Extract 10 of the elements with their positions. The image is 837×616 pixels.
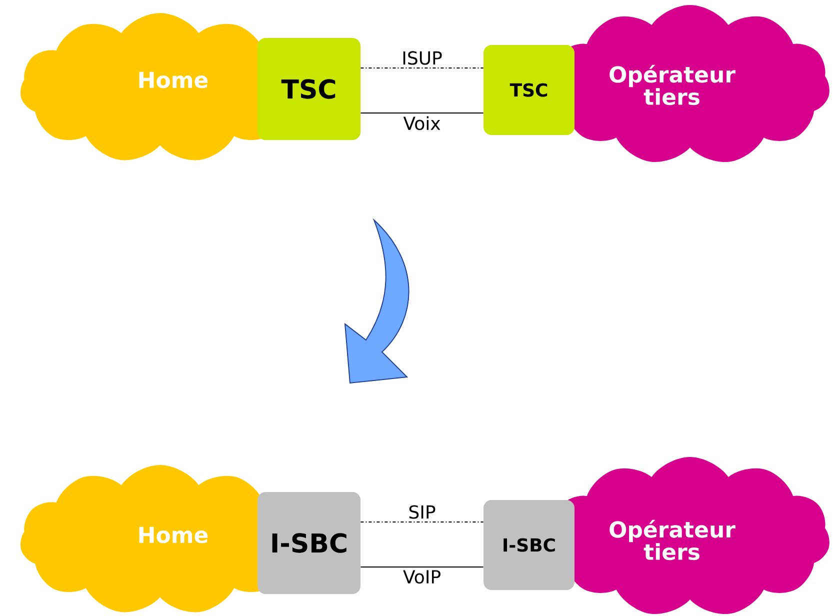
edge-label: SIP xyxy=(409,505,436,519)
gateway-box: I-SBC xyxy=(484,500,574,590)
gateway-box: I-SBC xyxy=(258,492,360,594)
edge-label: ISUP xyxy=(403,51,442,65)
connector-line xyxy=(360,566,484,568)
gateway-box: TSC xyxy=(258,38,360,140)
edge-label: VoIP xyxy=(403,570,440,584)
edge-label: Voix xyxy=(403,116,440,130)
connector-line xyxy=(360,112,484,114)
gateway-box: TSC xyxy=(484,45,574,135)
